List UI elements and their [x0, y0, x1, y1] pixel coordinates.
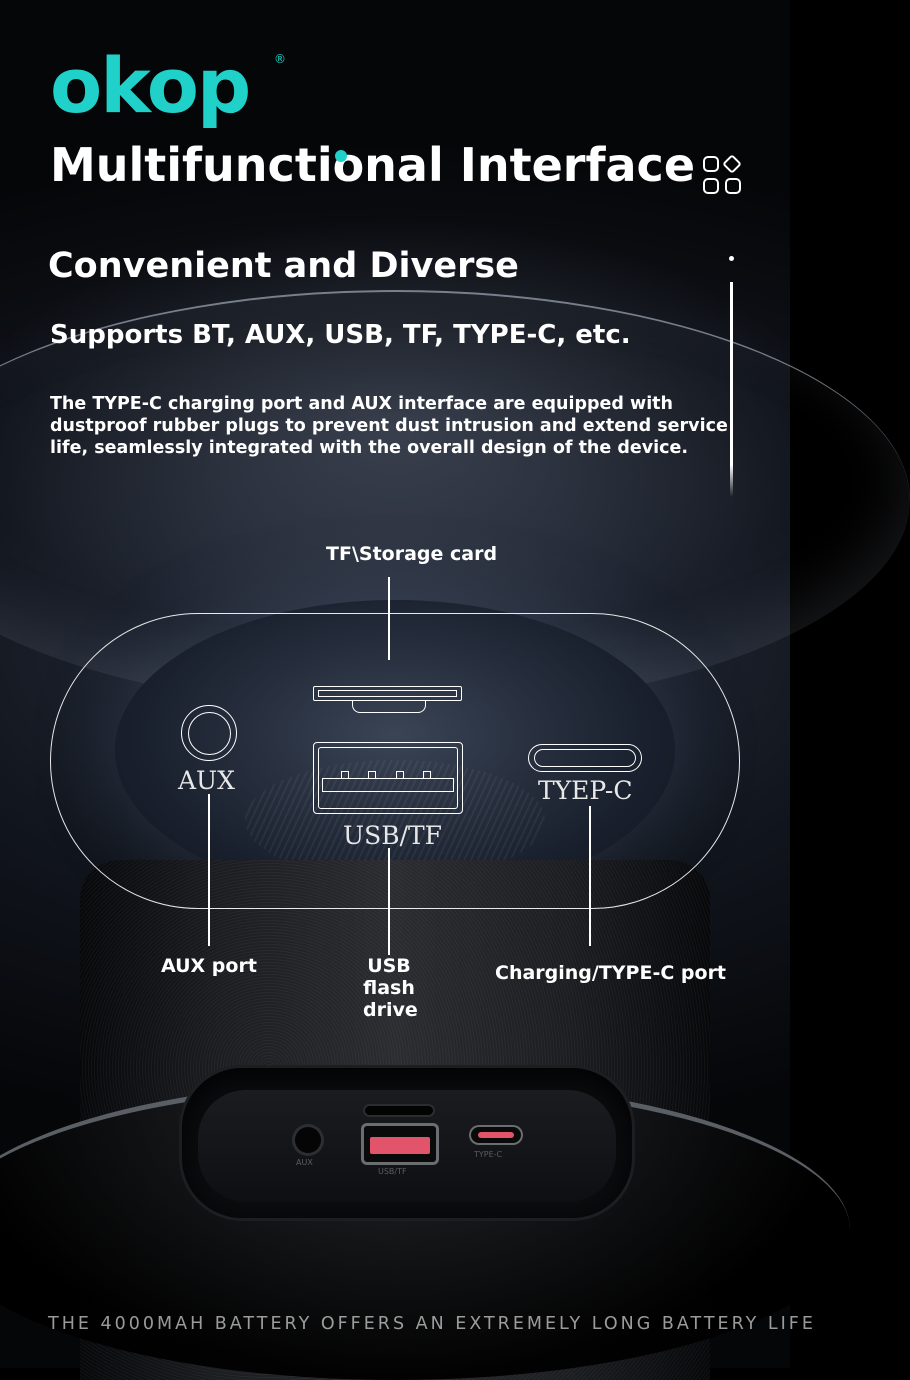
speaker-top-edge — [0, 290, 910, 710]
registered-mark: ® — [274, 52, 286, 66]
page-title: Multifunctional Interface — [50, 138, 696, 192]
usb-callout: USB flash drive — [363, 955, 418, 1021]
brand-logo: okop — [50, 41, 251, 130]
tf-callout-line — [388, 577, 390, 660]
panel-aux-label: AUX — [296, 1158, 313, 1167]
aux-jack-icon — [181, 705, 237, 761]
scroll-indicator-track[interactable] — [730, 282, 733, 497]
section-subtitle: Convenient and Diverse — [48, 246, 519, 286]
aux-port-label: AUX — [178, 766, 235, 795]
panel-aux-jack — [295, 1127, 321, 1153]
panel-usb-label: USB/TF — [378, 1167, 407, 1176]
usb-port-label: USB/TF — [343, 821, 443, 850]
panel-usb-insert — [370, 1137, 430, 1154]
tf-card-callout: TF\Storage card — [326, 543, 498, 565]
typec-callout-line — [589, 806, 591, 946]
usb-pin — [368, 771, 376, 778]
usb-callout-line3: drive — [363, 999, 418, 1021]
aux-callout-line — [208, 794, 210, 946]
usb-pin — [341, 771, 349, 778]
usb-callout-line — [388, 848, 390, 955]
tf-slot-icon — [313, 686, 462, 701]
panel-typec-label: TYPE-C — [474, 1150, 503, 1159]
description-text: The TYPE-C charging port and AUX interfa… — [50, 394, 728, 458]
usb-port-icon — [313, 742, 463, 814]
usb-callout-line2: flash — [363, 977, 415, 999]
panel-typec-insert — [478, 1132, 514, 1138]
usb-pin — [396, 771, 404, 778]
usb-port-tongue — [322, 778, 454, 792]
aux-callout: AUX port — [161, 955, 257, 977]
typec-callout: Charging/TYPE-C port — [495, 962, 727, 984]
usb-pin — [423, 771, 431, 778]
usb-callout-line1: USB — [367, 955, 411, 977]
typec-port-label: TYEP-C — [538, 776, 633, 805]
grid-icon[interactable] — [703, 154, 743, 196]
supported-interfaces: Supports BT, AUX, USB, TF, TYPE-C, etc. — [50, 320, 631, 350]
accent-dot — [335, 150, 347, 162]
scroll-indicator-dot[interactable] — [729, 256, 734, 261]
typec-port-icon — [528, 744, 642, 772]
tf-slot-notch — [352, 701, 426, 713]
footer-battery-text: THE 4000MAH BATTERY OFFERS AN EXTREMELY … — [48, 1314, 816, 1334]
panel-tf-slot — [365, 1106, 433, 1115]
interface-outline — [50, 613, 740, 909]
